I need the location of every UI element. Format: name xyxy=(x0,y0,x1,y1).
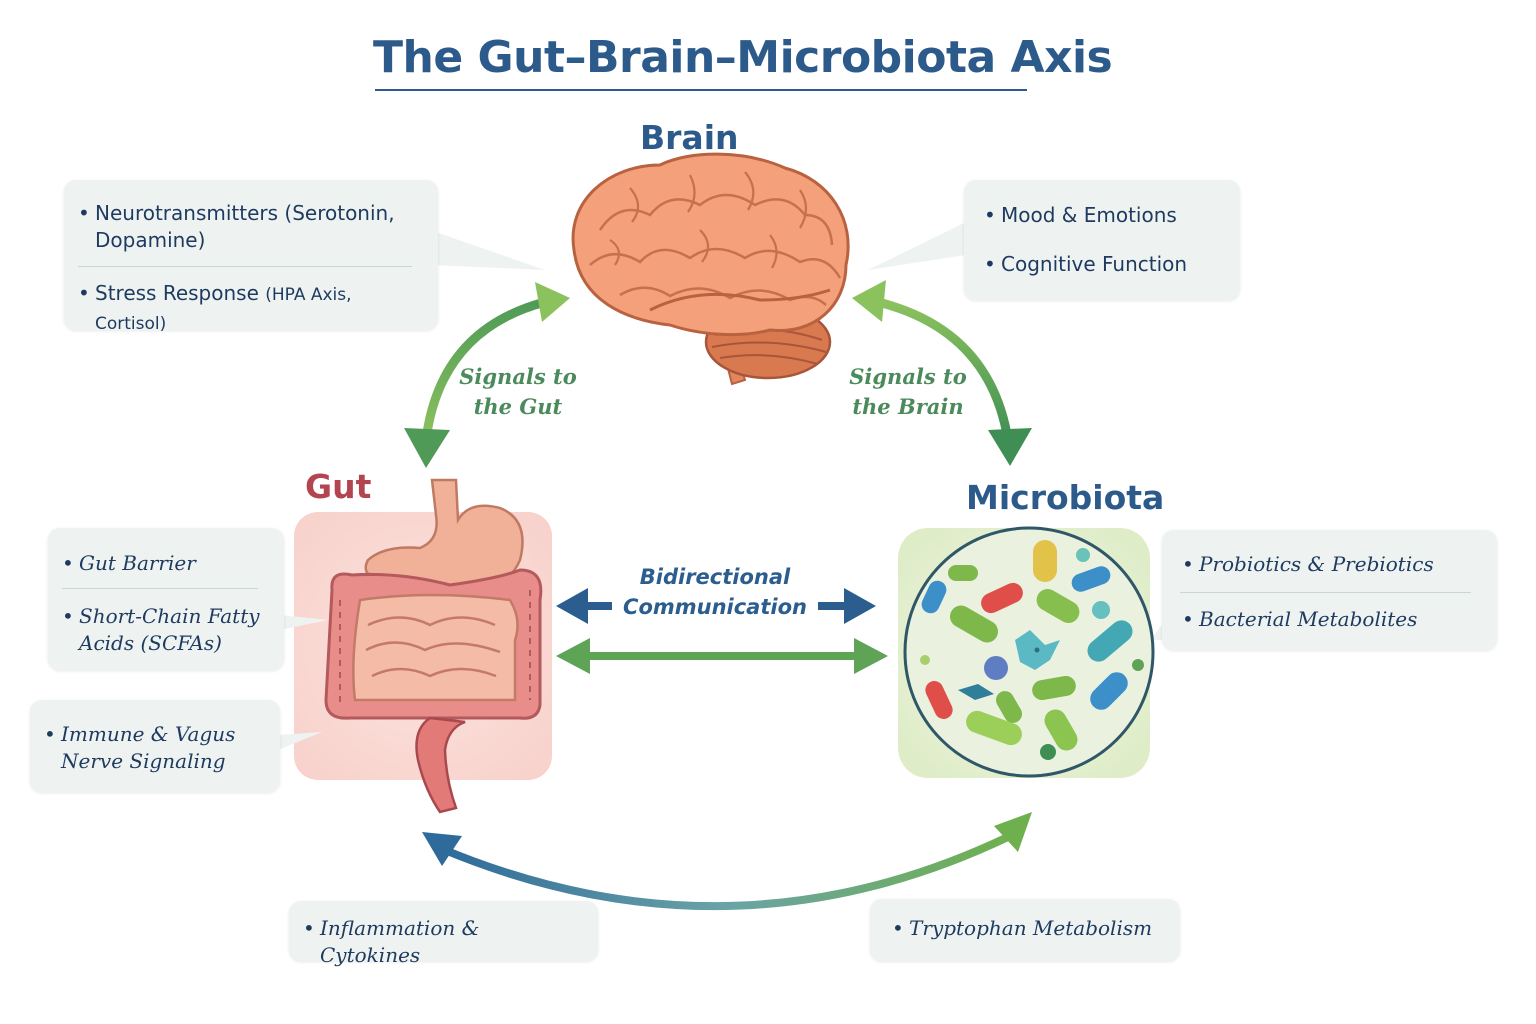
item-detail: (HPA Axis, Cortisol) xyxy=(95,285,352,334)
signals-to-gut-label: Signals to the Gut xyxy=(459,364,577,419)
item-text: Mood & Emotions xyxy=(1001,203,1177,227)
list-item: • Neurotransmitters (Serotonin, Dopamine… xyxy=(78,200,428,254)
bullet: • xyxy=(892,916,904,940)
arrow-signals-to-brain xyxy=(852,280,1032,466)
item-text: Bacterial Metabolites xyxy=(1199,607,1418,631)
gut-label: Gut xyxy=(305,467,372,506)
item-text: Inflammation & Cytokines xyxy=(320,916,480,967)
brain-left-box: • Neurotransmitters (Serotonin, Dopamine… xyxy=(64,180,438,334)
arrow-signals-to-gut xyxy=(404,282,570,468)
list-item: • Cognitive Function xyxy=(984,251,1226,278)
bullet: • xyxy=(303,916,315,940)
bullet: • xyxy=(1182,607,1194,631)
tryptophan-box: • Tryptophan Metabolism xyxy=(870,899,1180,961)
item-text: Immune & Vagus Nerve Signaling xyxy=(61,722,236,773)
brain-right-box: • Mood & Emotions • Cognitive Function xyxy=(964,180,1240,300)
arrow-bottom-arc xyxy=(422,812,1032,911)
bullet: • xyxy=(984,252,996,276)
microbiota-illustration xyxy=(903,526,1155,778)
inflammation-box: • Inflammation & Cytokines xyxy=(289,901,598,967)
title-underline xyxy=(375,89,1027,91)
item-text: Cognitive Function xyxy=(1001,252,1188,276)
list-item: • Stress Response (HPA Axis, Cortisol) xyxy=(78,280,424,338)
microbiota-label: Microbiota xyxy=(966,478,1165,517)
list-item: • Tryptophan Metabolism xyxy=(892,915,1166,942)
item-text: Probiotics & Prebiotics xyxy=(1199,552,1434,576)
divider xyxy=(78,266,412,267)
brain-label: Brain xyxy=(640,118,739,157)
bullet: • xyxy=(62,551,74,575)
list-item: • Short-Chain Fatty Acids (SCFAs) xyxy=(62,603,270,657)
list-item: • Inflammation & Cytokines xyxy=(303,915,584,969)
item-text: Neurotransmitters (Serotonin, Dopamine) xyxy=(95,201,395,252)
item-text: Stress Response xyxy=(95,281,259,305)
gut-illustration xyxy=(324,478,543,814)
signals-to-brain-label: Signals to the Brain xyxy=(849,364,967,419)
item-text: Short-Chain Fatty Acids (SCFAs) xyxy=(79,604,260,655)
gut-barrier-box: • Gut Barrier • Short-Chain Fatty Acids … xyxy=(48,528,284,670)
microbiota-box: • Probiotics & Prebiotics • Bacterial Me… xyxy=(1162,530,1497,650)
bullet: • xyxy=(44,722,56,746)
bidirectional-label: Bidirectional Communication xyxy=(623,565,807,619)
page-title: The Gut–Brain–Microbiota Axis xyxy=(373,32,1113,83)
list-item: • Mood & Emotions xyxy=(984,202,1226,229)
divider xyxy=(62,588,258,589)
list-item: • Gut Barrier xyxy=(62,550,270,577)
bullet: • xyxy=(78,201,90,225)
arrow-bidirectional xyxy=(556,588,888,674)
item-text: Gut Barrier xyxy=(79,551,196,575)
bullet: • xyxy=(984,203,996,227)
divider xyxy=(1180,592,1471,593)
item-text: Tryptophan Metabolism xyxy=(909,916,1153,940)
bullet: • xyxy=(1182,552,1194,576)
list-item: • Probiotics & Prebiotics xyxy=(1182,551,1483,578)
immune-vagus-box: • Immune & Vagus Nerve Signaling xyxy=(30,700,280,792)
box-pointers xyxy=(278,222,1162,750)
bullet: • xyxy=(78,281,90,305)
list-item: • Immune & Vagus Nerve Signaling xyxy=(44,721,266,775)
bullet: • xyxy=(62,604,74,628)
brain-illustration xyxy=(571,152,850,386)
list-item: • Bacterial Metabolites xyxy=(1182,606,1483,633)
